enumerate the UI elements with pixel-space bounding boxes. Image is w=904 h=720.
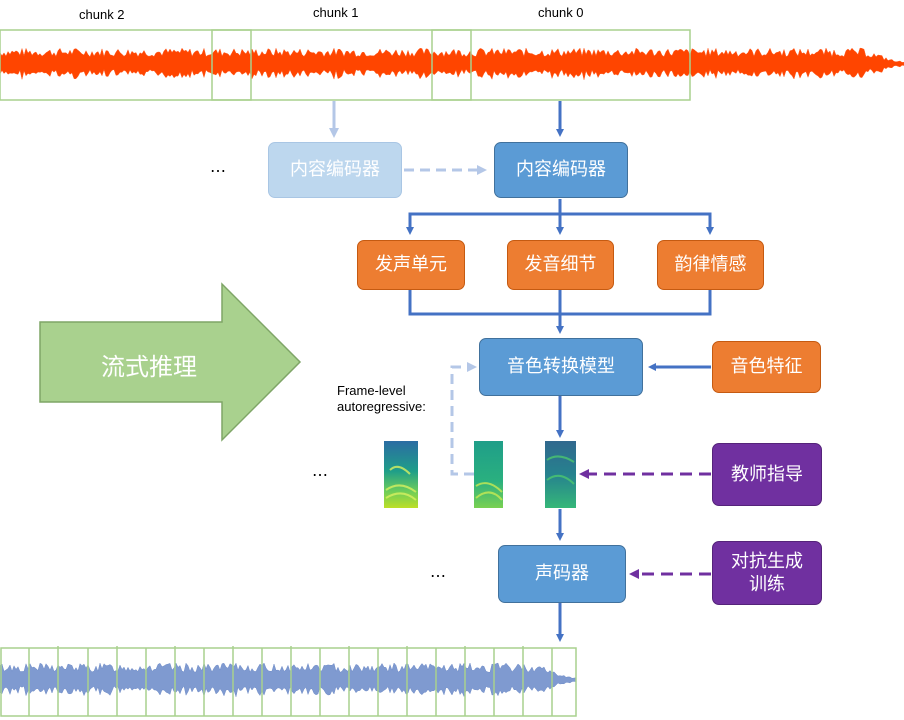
timbre-conversion-model: 音色转换模型: [479, 338, 643, 396]
autoregressive-feedback-arrow: [450, 362, 490, 476]
content-encoder: 内容编码器: [494, 142, 628, 198]
pronunciation-detail-box: 发音细节: [507, 240, 614, 290]
output-frames: [0, 646, 577, 717]
chunk-1-frame: [211, 29, 472, 101]
frame-level-note-line1: Frame-level: [337, 383, 406, 398]
frame-level-note-line2: autoregressive:: [337, 399, 426, 415]
chunk-0-frame: [431, 29, 691, 101]
teacher-guidance-box: 教师指导: [712, 443, 822, 506]
output-waveform: [0, 662, 577, 698]
input-waveform: [0, 47, 904, 80]
stream-inference-arrow: [39, 282, 302, 442]
chunk-0-label: chunk 0: [538, 5, 584, 20]
stream-inference-label: 流式推理: [101, 353, 197, 381]
prosody-emotion-box: 韵律情感: [657, 240, 764, 290]
chunk-2-label: chunk 2: [79, 7, 125, 22]
spectrograms: [384, 441, 576, 508]
feature-merge-arrows: [408, 289, 712, 334]
spectrogram-ellipsis: …: [312, 461, 329, 480]
chunk-2-frame: [0, 29, 252, 101]
adversarial-training-box: 对抗生成训练: [712, 541, 822, 605]
vocoder-ellipsis: …: [430, 562, 447, 581]
vocoder-box: 声码器: [498, 545, 626, 603]
encoder-ellipsis: …: [210, 157, 227, 176]
output-frame-outline: [0, 647, 577, 717]
chunk-1-label: chunk 1: [313, 5, 359, 20]
content-encoder-previous: 内容编码器: [268, 142, 402, 198]
encoder-branch-arrows: [406, 199, 714, 235]
timbre-feature-box: 音色特征: [712, 341, 821, 393]
phoneme-unit-box: 发声单元: [357, 240, 465, 290]
spectrogram-3: [545, 441, 576, 508]
chunk-frames: [0, 29, 691, 101]
frame-level-note: Frame-level autoregressive:: [337, 383, 426, 416]
